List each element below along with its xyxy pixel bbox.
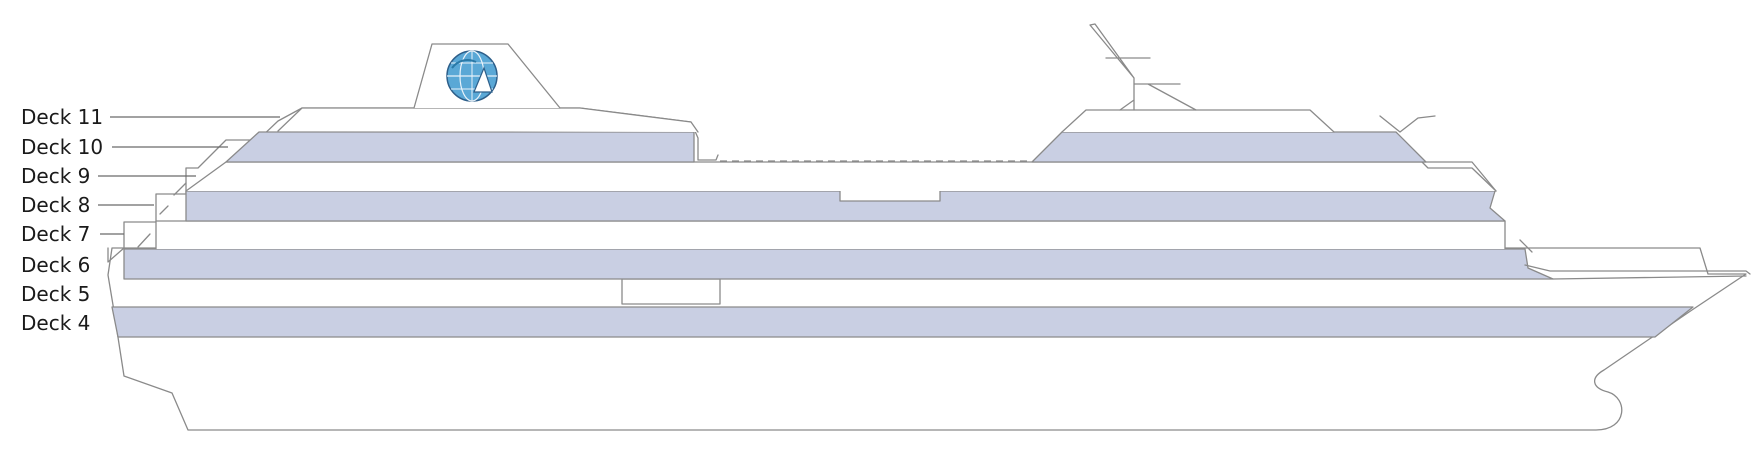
aft-antenna bbox=[1379, 115, 1436, 133]
deck-11-aft bbox=[1061, 109, 1335, 133]
deck-10-band-aft bbox=[1031, 131, 1427, 163]
deck-6-band bbox=[123, 248, 1554, 280]
deck-5-label: Deck 5 bbox=[21, 282, 90, 306]
hull bbox=[107, 247, 1747, 431]
deck-9-aft bbox=[1421, 161, 1497, 192]
mast bbox=[1089, 23, 1197, 111]
bow-tip bbox=[1524, 264, 1751, 280]
deck-11-label: Deck 11 bbox=[21, 105, 103, 129]
deck-11-forward bbox=[277, 107, 699, 133]
deck-7-zone bbox=[155, 220, 1506, 250]
deck-4-band bbox=[111, 306, 1694, 338]
deck-6-label: Deck 6 bbox=[21, 253, 90, 277]
deck-5-opening bbox=[621, 278, 721, 305]
deck-10-band-forward bbox=[225, 131, 695, 163]
deck-7-label: Deck 7 bbox=[21, 222, 90, 246]
bow-antenna bbox=[1519, 239, 1533, 253]
deck-10-label: Deck 10 bbox=[21, 135, 103, 159]
globe-logo-icon bbox=[446, 50, 498, 102]
deck-9-zone bbox=[185, 161, 1497, 192]
stern-marks bbox=[137, 182, 187, 248]
deck-8-label: Deck 8 bbox=[21, 193, 90, 217]
deck-4-label: Deck 4 bbox=[21, 311, 90, 335]
deck-9-label: Deck 9 bbox=[21, 164, 90, 188]
deck-8-band bbox=[185, 190, 1506, 222]
